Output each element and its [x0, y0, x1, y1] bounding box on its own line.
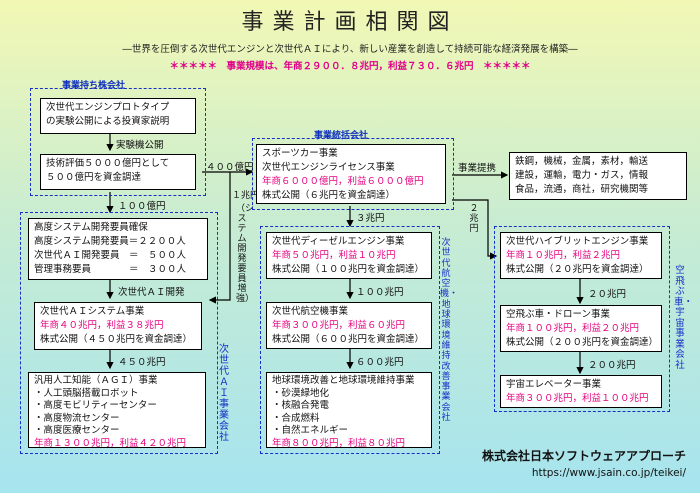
space-step1-label: ２０兆円 [588, 289, 627, 300]
holding-funding-box: 技術評価５０００億円として ５００億円を資金調達 [40, 154, 196, 190]
box-line: 鉄鋼，機械，金属，素材，輸送 [515, 156, 649, 167]
box-line: 年商１００兆円，利益２０兆円 [506, 323, 640, 334]
box-line: 建設，運輸，電力・ガス，情報 [515, 170, 649, 181]
aero-step1-label: １００兆円 [356, 287, 404, 298]
industries-box: 鉄鋼，機械，金属，素材，輸送 建設，運輸，電力・ガス，情報 食品，流通，商社，研… [509, 152, 687, 200]
holding-prototype-box: 次世代エンジンプロトタイプ の実験公開による投資家説明 [40, 98, 196, 134]
holding-step-label: 実験機公開 [116, 140, 164, 151]
page-subtitle: ―世界を圧倒する次世代エンジンと次世代ＡＩにより、新しい産業を創造して持続可能な… [122, 44, 578, 55]
page-title: 事業計画相関図 [241, 10, 459, 35]
aviation-box: 次世代航空機事業 年商３００兆円，利益６０兆円 株式公開（６００兆円を資金調達） [266, 302, 432, 349]
box-line: 宇宙エレベーター事業 [506, 379, 602, 390]
box-line: 年商１０兆円，利益２兆円 [506, 250, 621, 261]
agi-title: 汎用人工知能（ＡＧＩ）事業 [34, 375, 158, 386]
drone-box: 空飛ぶ車・ドローン事業 年商１００兆円，利益２０兆円 株式公開（２００兆円を資金… [500, 305, 662, 352]
box-line: 高度システム開発要員確保 [34, 222, 148, 233]
agi-box: 汎用人工知能（ＡＧＩ）事業 ・人工頭脳搭載ロボット ・高度モビリティーセンター … [28, 372, 206, 449]
ai-funding-label: １００億円 [118, 201, 166, 212]
agi-item: ・高度モビリティーセンター [34, 400, 157, 411]
box-line: 株式公開（２００兆円を資金調達） [506, 337, 659, 348]
tieup-label: 事業提携 [458, 163, 497, 174]
footer-company: 株式会社日本ソフトウェアアプローチ [481, 449, 686, 463]
aero-step2-label: ６００兆円 [356, 357, 404, 368]
box-line: 年商５０兆円，利益１０兆円 [272, 250, 396, 261]
box-line: 食品，流通，商社，研究機関等 [515, 184, 649, 195]
box-line: 空飛ぶ車・ドローン事業 [506, 309, 611, 320]
aero-company-label: 次世代航空機・地球環境維持改善事業会社 [440, 238, 459, 424]
box-line: 次世代ディーゼルエンジン事業 [272, 236, 405, 247]
box-line: 株式公開（１００兆円を資金調達） [272, 264, 425, 275]
env-title: 地球環境改善と地球環境維持事業 [272, 375, 415, 386]
box-line: 株式公開（４５０兆円を資金調達） [40, 334, 193, 345]
core-company-label: 事業統括会社 [314, 131, 369, 141]
agi-item: ・高度医療センター [34, 425, 120, 436]
box-line: 技術評価５０００億円として [46, 158, 170, 169]
space-step2-label: ２００兆円 [588, 360, 636, 371]
box-line: 株式公開（２０兆円を資金調達） [506, 264, 649, 275]
env-result: 年商８００兆円，利益８０兆円 [272, 437, 406, 449]
hybrid-box: 次世代ハイブリットエンジン事業 年商１０兆円，利益２兆円 株式公開（２０兆円を資… [500, 232, 662, 279]
arrow-core-right [452, 199, 498, 260]
right-funding-label: ２兆円 [469, 204, 479, 234]
aero-company-group [260, 226, 440, 454]
box-line: ５００億円を資金調達 [46, 172, 142, 183]
ai-company-label: 次世代ＡＩ事業会社 [219, 344, 229, 443]
holding-company-group [30, 88, 206, 196]
box-line: 次世代ＡＩ開発要員 ＝ ５００人 [34, 250, 187, 261]
ai-system-box: 次世代ＡＩシステム事業 年商４０兆円，利益３８兆円 株式公開（４５０兆円を資金調… [34, 302, 202, 350]
agi-item: ・高度物流センター [34, 412, 120, 424]
env-item: ・自然エネルギー [272, 425, 349, 436]
footer-url[interactable]: https://www.jsain.co.jp/teikei/ [531, 467, 686, 479]
core-business-box: スポーツカー事業 次世代エンジンライセンス事業 年商６０００億円，利益６０００億… [256, 144, 446, 204]
agi-item: ・人工頭脳搭載ロボット [34, 387, 139, 399]
core-company-group [252, 138, 454, 210]
env-item: ・合成燃料 [272, 412, 320, 424]
space-company-group [494, 226, 670, 412]
side-note-label: （システム開発要員増強） [236, 204, 255, 304]
elevator-box: 宇宙エレベーター事業 年商３００兆円，利益１００兆円 [500, 375, 662, 408]
box-line: 次世代ハイブリットエンジン事業 [506, 236, 649, 247]
diesel-box: 次世代ディーゼルエンジン事業 年商５０兆円，利益１０兆円 株式公開（１００兆円を… [266, 232, 432, 279]
business-scale-headline: ＊＊＊＊＊ 事業規模は、年商２９００．８兆円，利益７３０．６兆円 ＊＊＊＊＊ [169, 61, 531, 72]
side-amount-label: １兆円 [232, 191, 260, 201]
space-company-label: 空飛ぶ車・宇宙事業会社 [674, 265, 694, 371]
environment-box: 地球環境改善と地球環境維持事業 ・砂漠緑地化 ・核融合発電 ・合成燃料 ・自然エ… [266, 372, 432, 449]
box-line: 高度システム開発要員＝２２００人 [34, 236, 186, 247]
box-line: 年商３００兆円，利益１００兆円 [506, 393, 649, 404]
ai-staff-box: 高度システム開発要員確保 高度システム開発要員＝２２００人 次世代ＡＩ開発要員 … [28, 218, 208, 280]
holding-company-label: 事業持ち株会社 [62, 81, 126, 91]
box-line: 次世代航空機事業 [272, 306, 349, 317]
box-line: 次世代エンジンプロトタイプ [46, 102, 170, 113]
box-line: 年商３００兆円，利益６０兆円 [272, 320, 406, 331]
ai-agi-funding-label: ４５０兆円 [118, 357, 166, 368]
box-line: 年商６０００億円，利益６０００億円 [262, 176, 424, 187]
box-line: 株式公開（６００兆円を資金調達） [272, 334, 425, 345]
box-line: 株式公開（６兆円を資金調達） [262, 190, 396, 201]
ai-company-group [20, 212, 218, 454]
agi-result: 年商１３００兆円，利益４２０兆円 [34, 437, 187, 449]
box-line: スポーツカー事業 [262, 148, 338, 159]
box-line: 管理事務要員 ＝ ３００人 [34, 264, 187, 275]
ai-dev-step-label: 次世代ＡＩ開発 [118, 287, 185, 298]
env-item: ・砂漠緑地化 [272, 387, 330, 399]
box-line: の実験公開による投資家説明 [46, 116, 170, 127]
mid-funding-label: ３兆円 [356, 213, 385, 224]
box-line: 次世代ＡＩシステム事業 [40, 306, 145, 317]
box-line: 年商４０兆円，利益３８兆円 [40, 320, 164, 331]
env-item: ・核融合発電 [272, 400, 330, 411]
box-line: 次世代エンジンライセンス事業 [262, 162, 395, 173]
core-funding-label: ４００億円 [206, 162, 254, 173]
arrow-side-ai [208, 172, 231, 304]
